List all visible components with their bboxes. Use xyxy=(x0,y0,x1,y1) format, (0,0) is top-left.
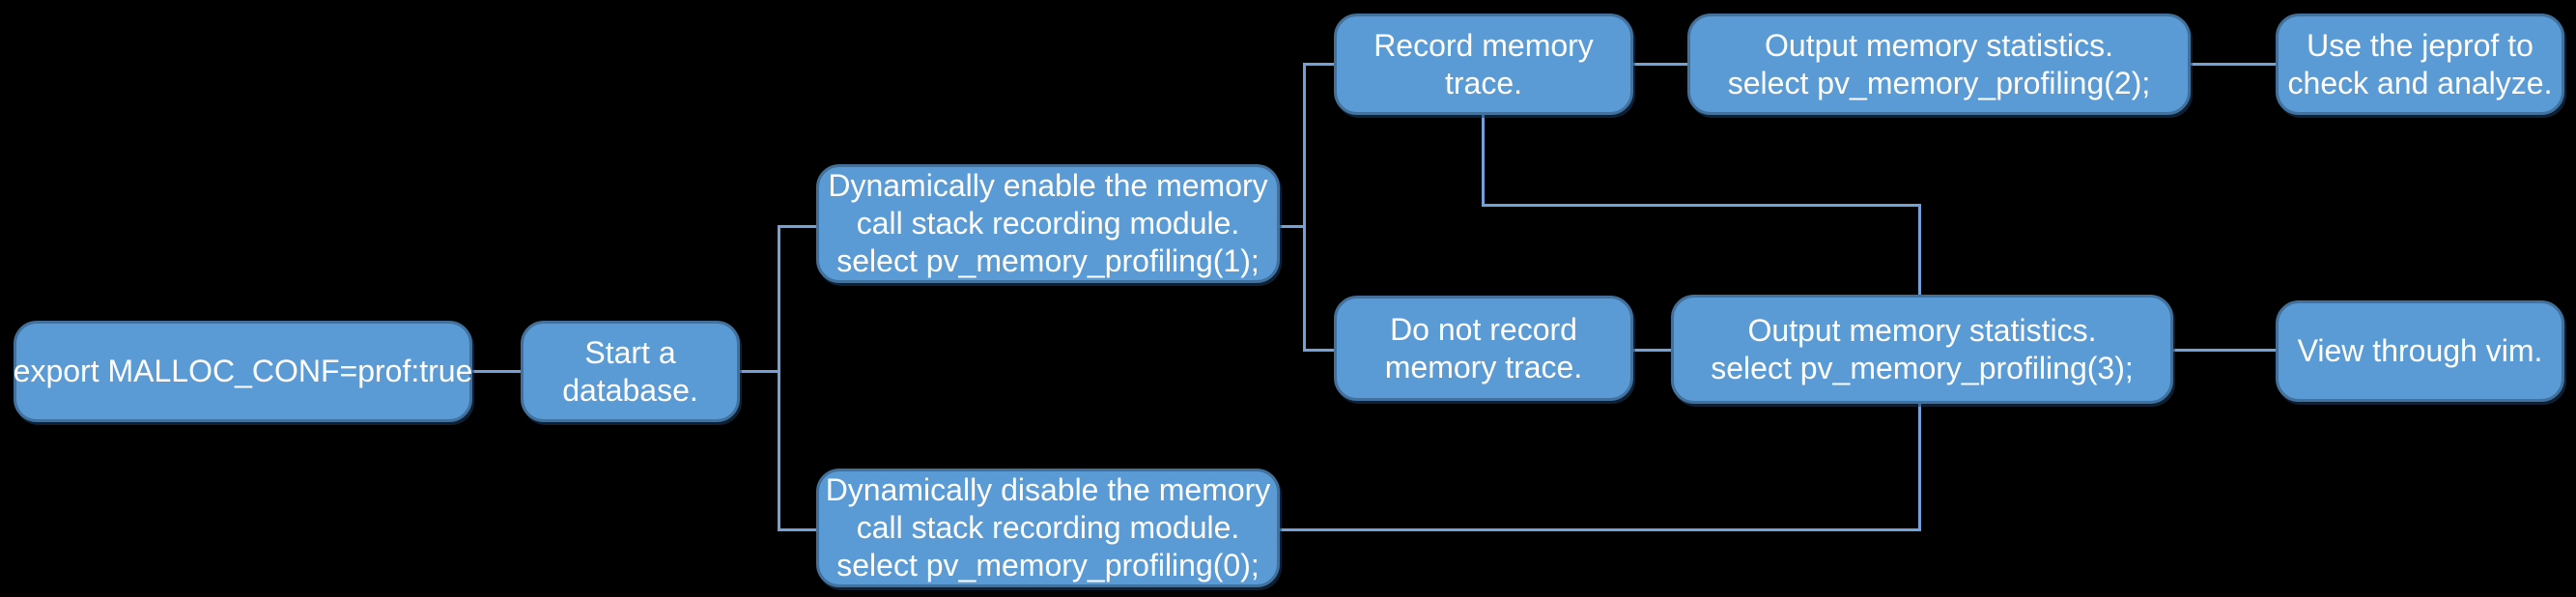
edge-record-to-output3-vertical xyxy=(1482,115,1485,207)
node-label-line: Do not record xyxy=(1390,311,1577,347)
node-start-database: Start a database. xyxy=(521,321,740,422)
edge-no-record-to-output3 xyxy=(1633,349,1671,352)
node-label-line: check and analyze. xyxy=(2287,65,2553,100)
node-label-line: Use the jeprof to xyxy=(2307,27,2534,63)
edge-export-to-start xyxy=(472,370,521,373)
edge-enable-branch-vertical xyxy=(1303,63,1306,352)
node-record-memory-trace: Record memory trace. xyxy=(1334,14,1633,115)
node-use-jeprof: Use the jeprof to check and analyze. xyxy=(2276,14,2564,115)
node-label-line: database. xyxy=(562,372,698,408)
node-label-line: trace. xyxy=(1444,65,1523,100)
node-label-line: call stack recording module. xyxy=(856,206,1240,241)
node-enable-recording-module: Dynamically enable the memory call stack… xyxy=(816,164,1280,283)
node-label-line: Record memory xyxy=(1373,27,1594,63)
edge-branch-to-no-record xyxy=(1303,349,1334,352)
edge-output2-to-jeprof xyxy=(2191,63,2276,66)
edge-record-to-output3-horizontal xyxy=(1482,204,1921,207)
node-view-through-vim: View through vim. xyxy=(2276,300,2564,402)
node-label-line: View through vim. xyxy=(2297,333,2543,368)
edge-branch-to-disable xyxy=(778,528,816,531)
node-label-line: select pv_memory_profiling(0); xyxy=(836,548,1260,583)
node-label-line: select pv_memory_profiling(3); xyxy=(1711,350,2134,385)
node-label-line: Start a xyxy=(584,334,676,370)
node-label-line: Output memory statistics. xyxy=(1765,27,2113,63)
node-output-memory-statistics-3: Output memory statistics. select pv_memo… xyxy=(1671,295,2173,404)
edge-enable-branch-horizontal xyxy=(1280,225,1305,228)
node-label-line: select pv_memory_profiling(2); xyxy=(1727,65,2151,100)
node-do-not-record-memory-trace: Do not record memory trace. xyxy=(1334,296,1633,401)
edge-branch-to-enable xyxy=(778,225,816,228)
node-label-line: select pv_memory_profiling(1); xyxy=(836,243,1260,278)
edge-disable-to-output3-horizontal xyxy=(1280,528,1921,531)
edge-start-branch-horizontal xyxy=(740,370,779,373)
edge-record-to-output2 xyxy=(1633,63,1687,66)
node-label-line: call stack recording module. xyxy=(856,510,1240,545)
node-label-line: memory trace. xyxy=(1384,349,1583,384)
node-output-memory-statistics-2: Output memory statistics. select pv_memo… xyxy=(1687,14,2191,115)
edge-disable-to-output3-rise xyxy=(1918,404,1921,531)
node-label-line: Output memory statistics. xyxy=(1747,312,2097,348)
node-export-malloc-conf: export MALLOC_CONF=prof:true xyxy=(14,321,472,422)
node-disable-recording-module: Dynamically disable the memory call stac… xyxy=(816,469,1280,587)
edge-record-to-output3-drop xyxy=(1918,204,1921,295)
node-label-line: Dynamically disable the memory xyxy=(825,472,1271,507)
node-label-line: export MALLOC_CONF=prof:true xyxy=(13,354,473,388)
node-label-line: Dynamically enable the memory xyxy=(828,168,1268,203)
edge-start-branch-vertical xyxy=(778,225,780,531)
edge-branch-to-record xyxy=(1303,63,1334,66)
edge-output3-to-vim xyxy=(2173,349,2276,352)
